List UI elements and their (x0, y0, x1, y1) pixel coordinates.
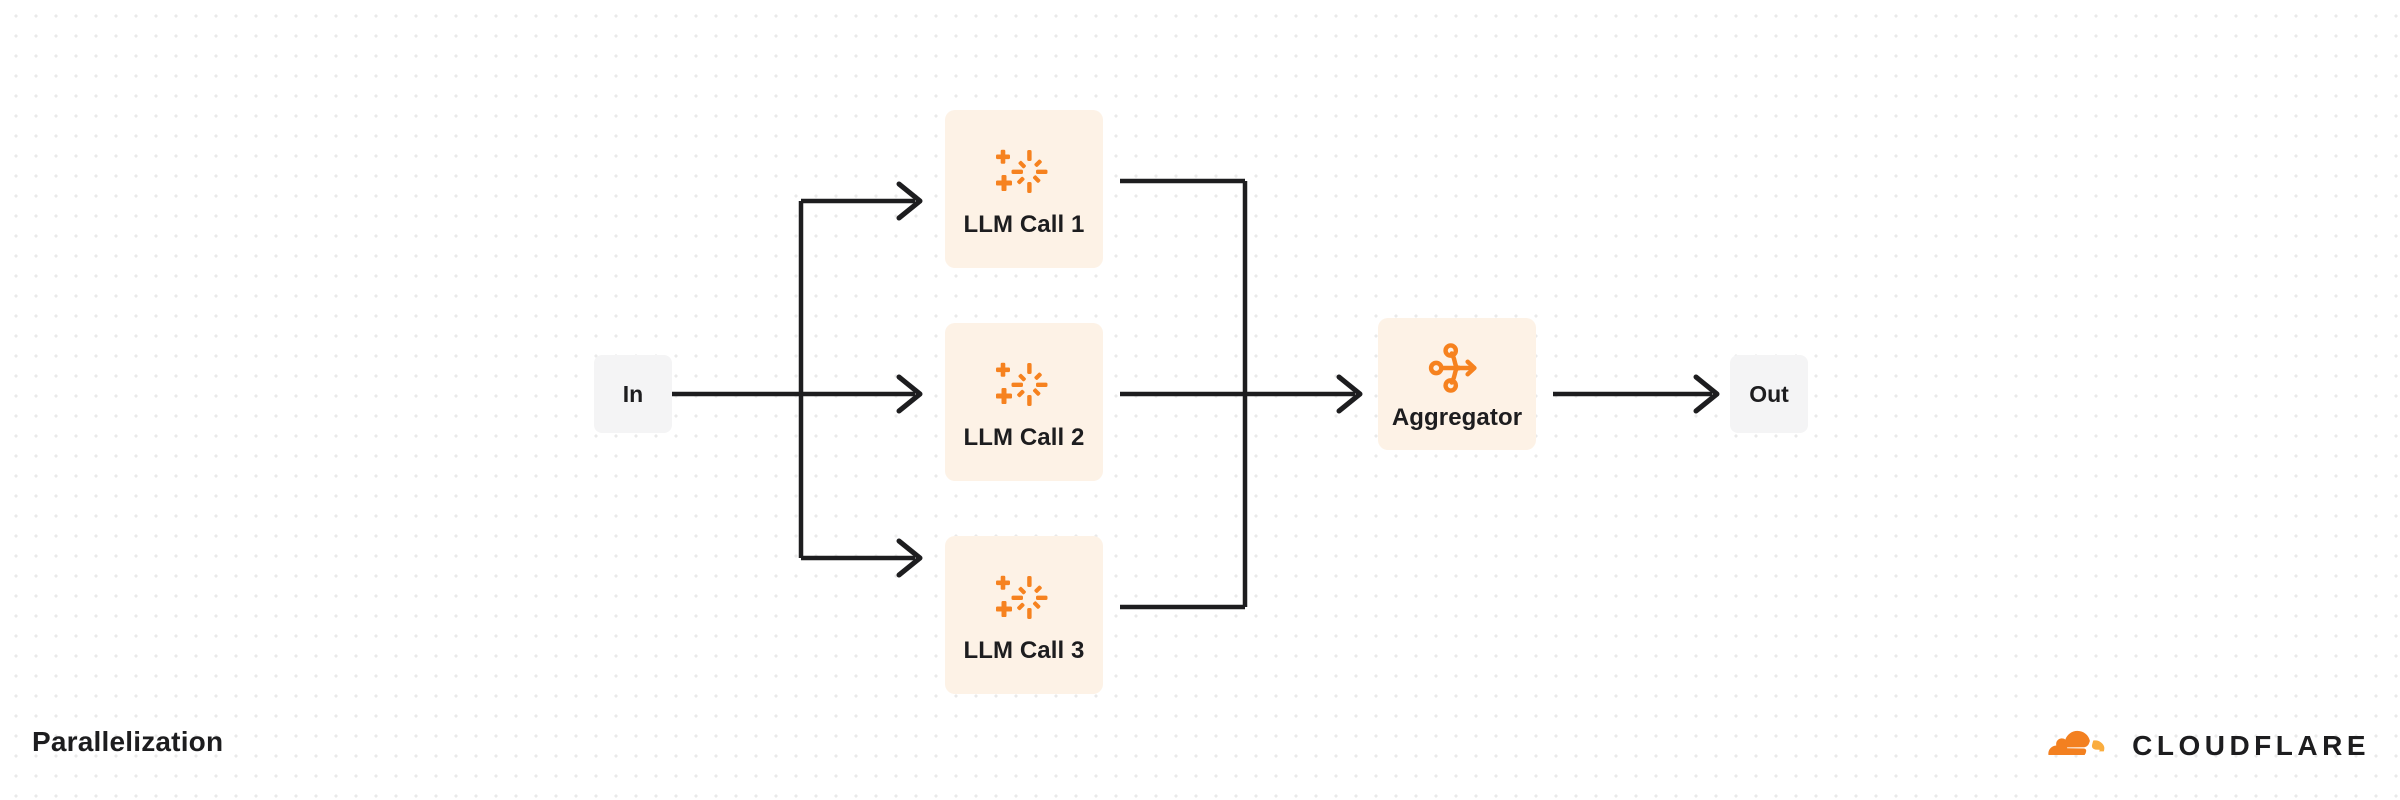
brand-wordmark: CLOUDFLARE (2132, 729, 2370, 761)
arrowhead-llm2 (896, 374, 923, 414)
brand-logo: CLOUDFLARE (2020, 722, 2370, 769)
node-llm-call-2[interactable]: LLM Call 2 (945, 323, 1103, 481)
node-aggregator-label: Aggregator (1391, 404, 1523, 431)
ai-sparkle-icon (994, 360, 1054, 412)
cloudflare-cloud-icon (2020, 722, 2116, 769)
node-input-label: In (622, 380, 644, 407)
node-llm-call-3[interactable]: LLM Call 3 (945, 536, 1103, 694)
page-title: Parallelization (32, 726, 224, 757)
node-llm-call-1[interactable]: LLM Call 1 (945, 110, 1103, 268)
node-llm-call-1-label: LLM Call 1 (963, 211, 1085, 238)
node-output[interactable]: Out (1730, 355, 1808, 433)
node-llm-call-2-label: LLM Call 2 (963, 424, 1085, 451)
merge-nodes-icon (1427, 342, 1487, 394)
arrowhead-out (1693, 374, 1720, 414)
arrowhead-aggregator (1336, 374, 1363, 414)
ai-sparkle-icon (994, 147, 1054, 199)
node-output-label: Out (1749, 380, 1789, 407)
node-llm-call-3-label: LLM Call 3 (963, 637, 1085, 664)
node-aggregator[interactable]: Aggregator (1378, 318, 1536, 450)
arrowhead-llm1 (896, 181, 923, 221)
arrowhead-llm3 (896, 538, 923, 578)
node-input[interactable]: In (594, 355, 672, 433)
ai-sparkle-icon (994, 573, 1054, 625)
